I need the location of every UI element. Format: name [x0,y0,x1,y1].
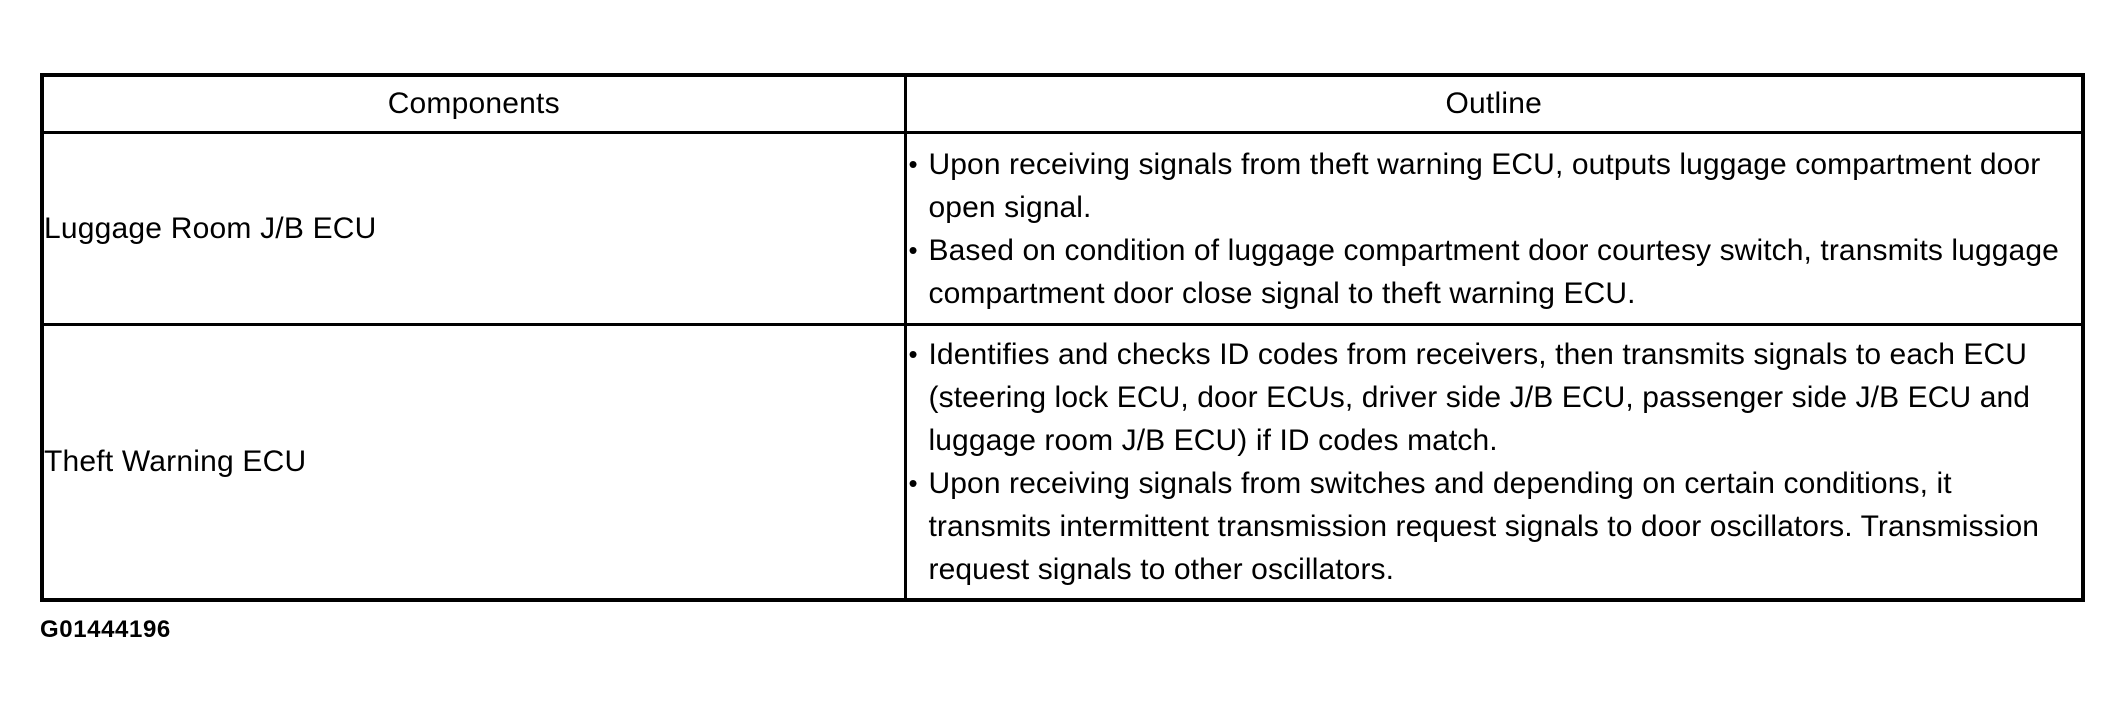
bullet-icon: • [908,468,918,498]
outline-bullet-list: • Upon receiving signals from theft warn… [907,143,2082,315]
bullet-icon: • [908,339,918,369]
cell-component-name: Theft Warning ECU [40,323,907,602]
bullet-icon: • [908,148,918,179]
components-outline-table: Components Outline Luggage Room J/B ECU … [40,73,2085,602]
table-header-row: Components Outline [40,73,2085,134]
list-item: • Based on condition of luggage compartm… [907,229,2082,315]
column-header-components: Components [40,73,907,134]
list-item: • Upon receiving signals from theft warn… [907,143,2082,229]
list-item-text: Upon receiving signals from theft warnin… [928,147,2041,224]
table-body: Luggage Room J/B ECU • Upon receiving si… [40,131,2085,602]
cell-outline: • Identifies and checks ID codes from re… [903,323,2085,602]
list-item-text: Based on condition of luggage compartmen… [928,233,2059,310]
list-item: • Identifies and checks ID codes from re… [907,333,2082,462]
bullet-icon: • [908,234,918,265]
column-header-outline: Outline [903,73,2085,134]
outline-bullet-list: • Identifies and checks ID codes from re… [907,333,2082,591]
figure-caption: G01444196 [40,616,171,643]
list-item: • Upon receiving signals from switches a… [907,462,2082,591]
list-item-text: Upon receiving signals from switches and… [928,467,2040,586]
table-row: Luggage Room J/B ECU • Upon receiving si… [40,131,2085,326]
cell-outline: • Upon receiving signals from theft warn… [903,131,2085,326]
list-item-text: Identifies and checks ID codes from rece… [928,338,2031,457]
table-header: Components Outline [40,73,2085,134]
cell-component-name: Luggage Room J/B ECU [40,131,907,326]
table-row: Theft Warning ECU • Identifies and check… [40,323,2085,602]
